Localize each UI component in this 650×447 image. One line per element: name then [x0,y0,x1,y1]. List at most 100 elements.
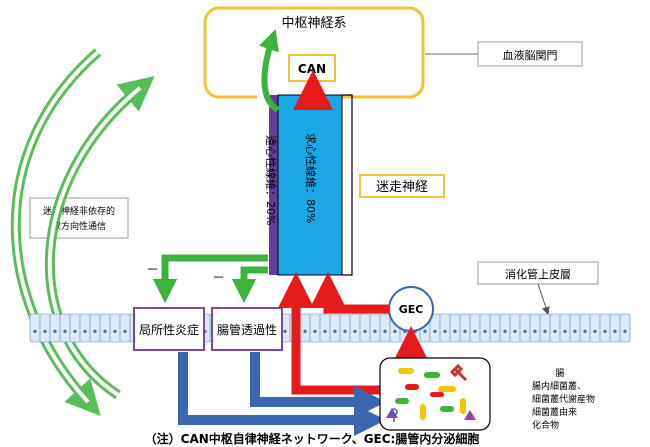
epithelial-cell [89,313,101,343]
cell-nucleus [423,329,427,333]
epithelial-cell [439,313,451,343]
cell-nucleus [63,329,67,333]
epithelial-cell [529,313,541,343]
epithelial-cell [549,313,561,343]
cell-nucleus [513,329,517,333]
cell-nucleus [113,329,117,333]
minus-sign-permeability: － [212,271,225,286]
epithelial-cell [309,313,321,343]
cell-nucleus [573,329,577,333]
epithelial-cell [579,313,591,343]
cns-label: 中枢神経系 [281,16,346,31]
epithelial-cell [339,313,351,343]
inflammation-box [133,307,205,351]
gut-legend: 腸 腸内細菌叢、 細菌叢代謝産物 細菌叢由来 化合物 [532,368,595,431]
blue-arrow-permeability-to-gut [250,352,387,418]
cell-nucleus [553,329,557,333]
cell-nucleus [93,329,97,333]
efferent-fiber-strip [269,95,278,275]
cell-nucleus [503,329,507,333]
epithelial-cell [319,313,331,343]
cell-nucleus [353,329,357,333]
epithelial-cell [369,313,381,343]
green-arrow-to-inflammation [152,254,268,304]
cell-nucleus [313,329,317,333]
efferent-fiber-label: 遠心性線維：20% [264,135,278,225]
gec-label: GEC [399,303,424,316]
epithelial-cell [539,313,551,343]
cell-nucleus [613,329,617,333]
epithelial-cell [349,313,361,343]
epithelial-cell [589,313,601,343]
epithelial-cell [29,313,41,343]
gut-legend-line-5: 化合物 [532,419,559,431]
gut-legend-line-3: 細菌叢代謝産物 [532,393,595,405]
cell-nucleus [73,329,77,333]
cell-nucleus [473,329,477,333]
can-label: CAN [298,62,326,76]
cell-nucleus [303,329,307,333]
epithelial-cell [609,313,621,343]
epithelial-cell [619,313,631,343]
cell-nucleus [463,329,467,333]
cell-nucleus [483,329,487,333]
cell-nucleus [493,329,497,333]
cell-nucleus [433,329,437,333]
cell-nucleus [343,329,347,333]
red-arrow-gec-to-vagus [310,272,389,314]
cell-nucleus [323,329,327,333]
epithelial-cell [109,313,121,343]
epithelial-cell [99,313,111,343]
epithelial-cell [469,313,481,343]
green-arrow-to-permeability [231,266,268,304]
gut-legend-line-2: 腸内細菌叢、 [532,380,586,392]
cell-nucleus [523,329,527,333]
cell-nucleus [443,329,447,333]
epithelial-cell [49,313,61,343]
bbb-callout [477,41,583,67]
epithelial-cell [569,313,581,343]
vagus-label: 迷走神経 [376,180,428,195]
vagus-nerve-bundle [277,94,343,276]
epithelial-cell [449,313,461,343]
figure-caption: （注）CAN中枢自律神経ネットワーク、GEC:腸管内分泌細胞 [145,431,480,446]
epithelium-cell-layer [29,313,631,343]
inflammation-label: 局所性炎症 [139,322,199,337]
epithelial-cell [379,313,391,343]
epithelial-cell [499,313,511,343]
gut-legend-line-1: 腸 [555,368,564,379]
cell-nucleus [283,329,287,333]
cell-nucleus [43,329,47,333]
bbb-label: 血液脳関門 [503,48,558,62]
green-arrow-to-cns [259,29,280,113]
cell-nucleus [543,329,547,333]
cell-nucleus [623,329,627,333]
bidirectional-arrow-up-inner [47,86,142,397]
permeability-box [211,307,283,351]
bidirectional-line-2: 双方向性通信 [52,220,106,232]
microbiota-icons [386,363,476,422]
epithelial-cell [519,313,531,343]
minus-sign-inflammation: － [146,263,159,278]
vagus-bracket [342,94,353,276]
cell-nucleus [603,329,607,333]
efferent-fiber-area [257,95,269,275]
cell-nucleus [123,329,127,333]
cell-nucleus [333,329,337,333]
epithelial-cell [459,313,471,343]
cell-nucleus [453,329,457,333]
cell-nucleus [363,329,367,333]
cell-nucleus [563,329,567,333]
epithelial-cell [59,313,71,343]
epithelial-cell [39,313,51,343]
permeability-label: 腸管透過性 [217,322,277,337]
epithelial-cell [69,313,81,343]
cell-nucleus [33,329,37,333]
epithelium-leader [537,283,550,315]
epithelium-label: 消化管上皮層 [505,267,571,281]
cell-nucleus [103,329,107,333]
cell-nucleus [383,329,387,333]
cell-nucleus [583,329,587,333]
cell-nucleus [593,329,597,333]
